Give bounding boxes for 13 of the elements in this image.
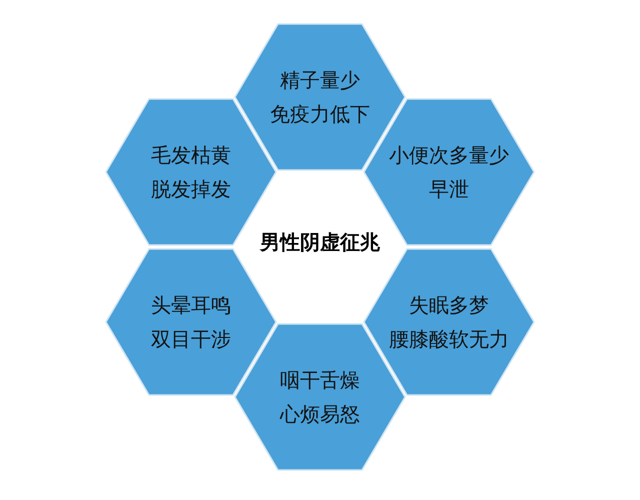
center-title: 男性阴虚征兆	[258, 229, 381, 256]
symptom-text: 精子量少	[280, 67, 360, 94]
symptom-text: 脱发掉发	[151, 176, 231, 203]
symptom-text: 早泄	[429, 176, 469, 203]
symptom-text: 小便次多量少	[389, 142, 509, 169]
symptom-text: 双目干涉	[151, 326, 231, 353]
symptom-text: 毛发枯黄	[151, 142, 231, 169]
symptom-text: 咽干舌燥	[280, 367, 360, 394]
symptom-text: 头晕耳鸣	[151, 292, 231, 319]
symptom-text: 失眠多梦	[409, 292, 489, 319]
symptom-text: 心烦易怒	[280, 401, 360, 428]
symptom-text: 免疫力低下	[270, 101, 370, 128]
symptom-text: 腰膝酸软无力	[389, 326, 509, 353]
